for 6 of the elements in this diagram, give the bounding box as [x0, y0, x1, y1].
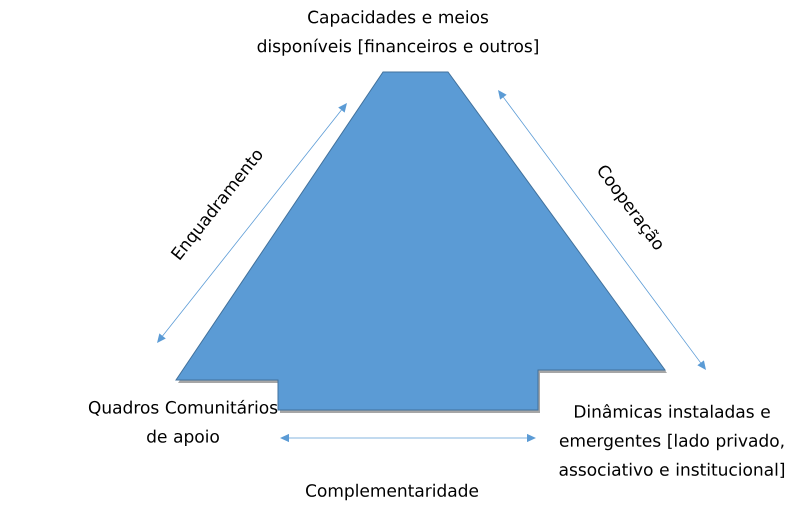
double-arrow: [157, 103, 347, 343]
corner-label: Capacidades e meios disponíveis [financeiros e outros]: [258, 10, 538, 56]
corner-label: Quadros Comunitários de apoio: [88, 400, 278, 446]
corner-label: Dinâmicas instaladas e emergentes [lado privado, associativo e institucional]: [560, 404, 784, 478]
double-arrow: [498, 90, 706, 370]
edge-label: Complementaridade: [306, 484, 478, 500]
